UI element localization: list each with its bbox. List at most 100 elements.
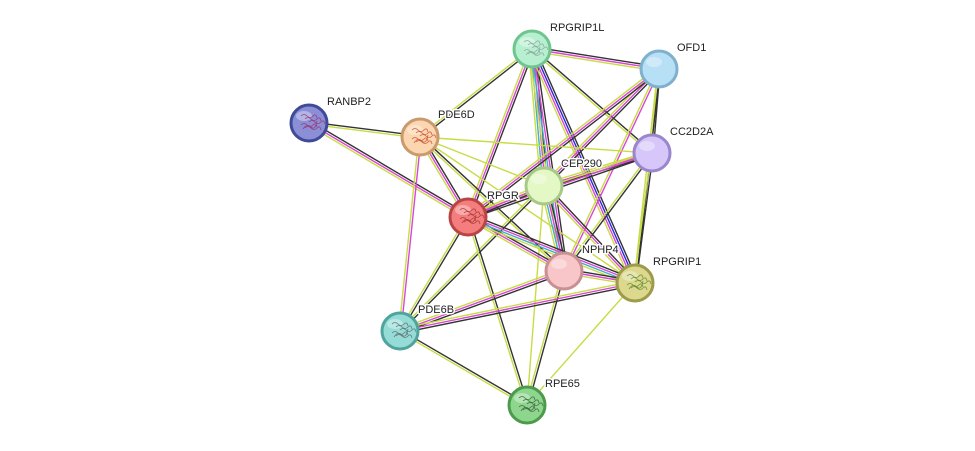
edge-strand-experiments [530,48,635,285]
node-highlight [646,57,662,67]
edge-strand-textmining [526,282,636,406]
node-label: PDE6B [418,304,454,316]
edge-strand-coexpression [532,47,654,153]
node-label: RANBP2 [327,96,371,108]
node-circle[interactable] [507,385,547,425]
edge-strand-experiments [543,68,660,187]
edge-strand-textmining [398,215,468,332]
node-circle[interactable] [615,263,655,303]
node-highlight [519,37,535,47]
node-rpgrip1[interactable]: RPGRIP1 [615,255,703,303]
protein-structure-icon [523,40,549,57]
node-rpe65[interactable]: RPE65 [507,377,581,425]
edge-strand-textmining [526,185,545,406]
edge-strand-coexpression [399,329,529,405]
protein-structure-icon [459,208,485,225]
protein-structure-icon [411,128,437,145]
edge-strand-textmining [528,49,633,286]
edge-strand-databases [466,217,636,285]
edge-strand-experiments [399,282,636,332]
node-circle[interactable] [632,133,672,173]
edge-RPGRIP1L-OFD1 [530,46,661,72]
edge-strand-coexpression [527,270,566,406]
node-ofd1[interactable]: OFD1 [639,41,708,89]
edge-RPGR-RPGRIP1 [466,213,637,287]
node-label: RPGRIP1L [550,22,604,34]
node-circle[interactable] [544,251,584,291]
node-ranbp2[interactable]: RANBP2 [289,95,373,143]
edge-PDE6D-CC2D2A [419,136,653,154]
edge-strand-experiments [399,270,565,332]
node-circle[interactable] [512,29,552,69]
node-label: RPE65 [545,378,580,390]
edge-strand-textmining [398,268,564,330]
node-highlight [531,174,547,184]
edge-strand-textmining [418,47,533,137]
edge-strand-experiments [467,215,637,283]
edge-strand-textmining [466,219,635,287]
edge-strand-coexpression [309,120,470,216]
edge-PDE6D-PDE6B [398,136,422,332]
edge-strand-textmining [419,136,636,284]
edge-strand-textmining [398,331,528,407]
edge-strand-coexpression [544,183,638,283]
node-label: RPGRIP1 [653,256,701,268]
node-label: CEP290 [561,158,602,170]
edge-strand-coexpression [400,216,470,333]
node-circle[interactable] [380,311,420,351]
edge-PDE6D-RPGRIP1 [419,136,636,284]
edge-strand-textmining [398,280,636,330]
node-pde6b[interactable]: PDE6B [380,303,456,351]
edge-RPGRIP1L-RPGRIP1 [528,46,639,286]
edge-RPGR-PDE6B [398,215,470,333]
edge-strand-textmining [419,136,653,154]
edge-strand-textmining [530,50,660,72]
node-cep290[interactable]: CEP290 [524,157,603,206]
edge-CEP290-PDE6B [398,184,546,333]
edge-strand-textmining [530,49,652,155]
edge-strand-coexpression [420,135,566,271]
edge-NPHP4-RPE65 [525,270,566,406]
node-label: OFD1 [677,42,706,54]
edge-strand-experiments [467,68,660,218]
protein-structure-icon [300,114,326,131]
edge-strand-coexpression [531,46,661,68]
edge-strand-coexpression [419,49,534,139]
edge-strand-neighborhood [532,47,637,284]
edge-strand-experiments [543,185,636,284]
node-pde6d[interactable]: PDE6D [400,108,476,157]
node-highlight [551,259,567,269]
edge-OFD1-CEP290 [541,66,662,189]
edge-RPGRIP1-PDE6B [398,280,637,334]
edge-RPGRIP1-RPE65 [526,282,636,406]
edge-CEP290-RPGRIP1 [541,183,638,286]
node-circle[interactable] [289,103,329,143]
node-cc2d2a[interactable]: CC2D2A [632,125,716,173]
node-highlight [514,393,530,403]
edge-strand-coexpression [635,152,654,284]
edge-strand-experiments [308,122,469,218]
edge-strand-experiments [400,136,422,332]
edge-RPGRIP1L-PDE6D [418,47,534,139]
node-nphp4[interactable]: NPHP4 [544,243,620,291]
edge-strand-coexpression [564,152,654,273]
node-rpgrip1l[interactable]: RPGRIP1L [512,21,606,69]
node-label: NPHP4 [582,244,619,256]
node-circle[interactable] [524,166,564,206]
node-label: PDE6D [438,109,475,121]
node-highlight [639,141,655,151]
edge-PDE6D-CEP290 [419,136,545,187]
node-circle[interactable] [448,197,488,237]
edge-strand-textmining [398,136,420,332]
edge-strand-textmining [398,184,544,331]
node-highlight [296,111,312,121]
node-circle[interactable] [400,117,440,157]
node-highlight [387,319,403,329]
node-circle[interactable] [639,49,679,89]
node-label: CC2D2A [670,126,714,138]
edge-CC2D2A-RPGRIP1 [633,152,654,284]
protein-structure-icon [391,322,417,339]
node-rpgr[interactable]: RPGR [448,189,520,237]
